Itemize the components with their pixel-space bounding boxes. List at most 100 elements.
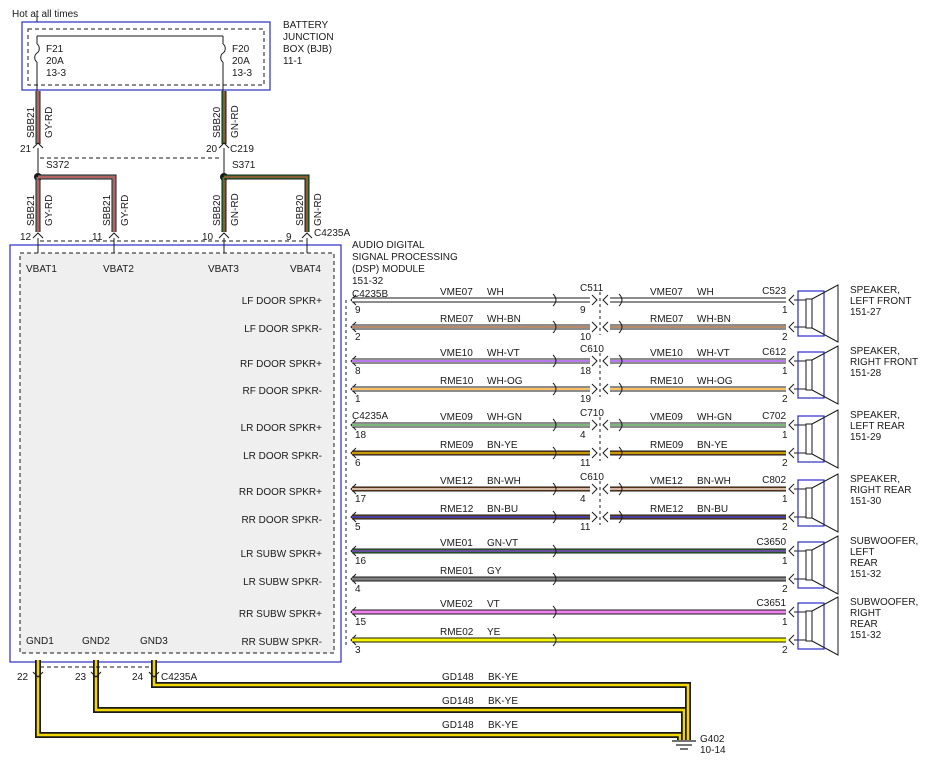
svg-text:SBB20: SBB20 — [212, 194, 223, 226]
svg-text:GY-RD: GY-RD — [44, 195, 55, 226]
speaker-cone — [811, 473, 839, 533]
module-pin-number: 1 — [355, 394, 361, 405]
twist-marker — [618, 418, 623, 432]
far-circuit-label: RME09 — [650, 440, 684, 451]
ground-point-g402: G402 10-14 — [672, 734, 726, 756]
speaker-outline — [797, 602, 825, 650]
svg-text:RR SUBW SPKR-: RR SUBW SPKR- — [241, 637, 322, 648]
svg-text:VBAT4: VBAT4 — [290, 264, 321, 275]
far-color-label: WH-VT — [697, 348, 730, 359]
twist-marker — [618, 510, 623, 524]
module-vbat-labels: VBAT1 VBAT2 VBAT3 VBAT4 — [26, 264, 321, 275]
svg-text:JUNCTION: JUNCTION — [283, 32, 334, 43]
svg-text:GD148: GD148 — [442, 696, 474, 707]
wire-color-label: WH-VT — [487, 348, 520, 359]
svg-text:151-32: 151-32 — [352, 276, 384, 287]
speaker-pin-number: 2 — [782, 458, 788, 469]
speaker-magnet — [805, 423, 813, 455]
inline-connector-arrow — [602, 483, 609, 495]
circuit-label: RME10 — [440, 376, 474, 387]
wire-color-label: WH-GN — [487, 412, 522, 423]
module-gnd-labels: GND1 GND2 GND3 — [26, 636, 168, 647]
svg-text:11-1: 11-1 — [283, 56, 303, 67]
speaker-pin-arrow — [788, 383, 795, 395]
speaker-label-line: RIGHT — [850, 608, 881, 619]
speaker-label-line: 151-28 — [850, 368, 882, 379]
svg-text:21: 21 — [20, 144, 32, 155]
bjb-title: BATTERY JUNCTION BOX (BJB) 11-1 — [283, 20, 334, 67]
module-pin-number: 5 — [355, 522, 361, 533]
far-color-label: BN-WH — [697, 476, 731, 487]
svg-text:G402: G402 — [700, 734, 725, 745]
wire-color-label: BN-BU — [487, 504, 518, 515]
circuit-label: VME09 — [440, 412, 473, 423]
speaker-pin-arrow — [788, 321, 795, 333]
far-circuit-label: VME10 — [650, 348, 683, 359]
speaker-label-line: 151-27 — [850, 307, 882, 318]
svg-text:C4235A: C4235A — [161, 672, 197, 683]
far-circuit-label: RME12 — [650, 504, 684, 515]
svg-text:SBB20: SBB20 — [295, 194, 306, 226]
svg-text:RF DOOR SPKR+: RF DOOR SPKR+ — [240, 359, 322, 370]
speaker-magnet — [805, 359, 813, 391]
svg-text:BK-YE: BK-YE — [488, 672, 518, 683]
svg-text:GD148: GD148 — [442, 720, 474, 731]
svg-text:BK-YE: BK-YE — [488, 720, 518, 731]
twist-marker — [552, 633, 557, 647]
inline-pin-number: 18 — [580, 366, 592, 377]
inline-connector-arrow — [602, 383, 609, 395]
svg-text:SBB20: SBB20 — [212, 106, 223, 138]
twist-marker — [552, 320, 557, 334]
svg-text:13-3: 13-3 — [232, 68, 252, 79]
far-circuit-label: VME07 — [650, 287, 683, 298]
inline-connector-arrow — [591, 419, 598, 431]
wire-color-label: WH-BN — [487, 314, 521, 325]
inline-connector-label: C610 — [580, 472, 604, 483]
wire-color-label: WH — [487, 287, 504, 298]
twist-marker — [618, 354, 623, 368]
speaker-label-line: LEFT — [850, 547, 874, 558]
svg-text:GND2: GND2 — [82, 636, 110, 647]
speaker-magnet — [805, 610, 813, 642]
inline-connector-label: C710 — [580, 408, 604, 419]
svg-text:F20: F20 — [232, 44, 250, 55]
svg-text:24: 24 — [132, 672, 144, 683]
connector-c4235a-top: C4235A — [32, 228, 350, 242]
inline-connector-arrow — [591, 447, 598, 459]
speaker-magnet — [805, 298, 813, 329]
far-color-label: WH-BN — [697, 314, 731, 325]
svg-text:SBB21: SBB21 — [102, 194, 113, 226]
module-pin-arrow — [350, 294, 357, 306]
module-pin-number: 18 — [355, 430, 367, 441]
inline-pin-number: 19 — [580, 394, 592, 405]
inline-connector-arrow — [602, 321, 609, 333]
wire-sbb21-upper: SBB21 GY-RD 21 — [20, 91, 55, 155]
svg-text:RR DOOR SPKR+: RR DOOR SPKR+ — [239, 487, 322, 498]
svg-text:SBB21: SBB21 — [26, 106, 37, 138]
svg-text:GY-RD: GY-RD — [44, 107, 55, 138]
twist-marker — [552, 572, 557, 586]
far-circuit-label: RME10 — [650, 376, 684, 387]
svg-text:LR SUBW SPKR-: LR SUBW SPKR- — [243, 577, 322, 588]
speaker-label-line: SPEAKER, — [850, 410, 900, 421]
twist-marker — [552, 605, 557, 619]
speaker-outline — [797, 290, 825, 337]
hot-at-all-times-label: Hot at all times — [12, 9, 78, 20]
inline-connector-arrow — [591, 483, 598, 495]
inline-connector-arrow — [591, 355, 598, 367]
twist-marker — [552, 293, 557, 307]
speaker-label-line: 151-30 — [850, 496, 882, 507]
module-pin-arrow — [350, 447, 357, 459]
svg-text:(DSP) MODULE: (DSP) MODULE — [352, 264, 425, 275]
module-pin-number: 8 — [355, 366, 361, 377]
wire-sbb21-vbat1: SBB21 GY-RD 12 — [20, 177, 55, 243]
circuit-label: VME07 — [440, 287, 473, 298]
svg-text:GN-RD: GN-RD — [230, 193, 241, 226]
twist-marker — [618, 482, 623, 496]
speaker-cone — [811, 535, 839, 595]
ground-wires — [35, 660, 691, 740]
